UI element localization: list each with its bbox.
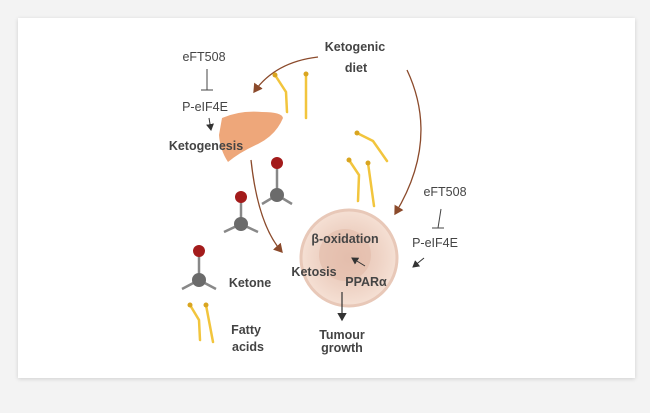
fatty-acid-icons (188, 72, 389, 344)
figure-card (18, 18, 635, 378)
label-ketogenic: Ketogenic (324, 40, 386, 54)
arrow-peif4e-to-ppar (412, 257, 425, 268)
arrow-peif4e-to-ketogenesis (206, 117, 214, 131)
label-tumour: Tumour (319, 328, 365, 342)
liver-icon (219, 111, 283, 162)
arrow-liver-to-tumour (250, 159, 283, 253)
label-ketogenesis: Ketogenesis (168, 139, 244, 153)
label-eft508-right: eFT508 (423, 185, 467, 199)
arrow-ppar-to-betaox (351, 257, 366, 267)
label-growth: growth (321, 341, 363, 355)
label-ketosis: Ketosis (291, 265, 337, 279)
label-peif4e-left: P-eIF4E (182, 100, 228, 114)
label-diet: diet (344, 61, 368, 75)
arrow-diet-to-liver (253, 56, 319, 94)
ketone-icons (181, 157, 293, 291)
inhibition-right (432, 208, 444, 229)
label-beta-oxidation: β-oxidation (311, 232, 379, 246)
legend-fatty: Fatty (231, 323, 261, 337)
arrow-diet-to-tumour (394, 69, 422, 216)
legend-acids: acids (232, 340, 264, 354)
inhibition-left (201, 69, 213, 91)
legend-ketone: Ketone (228, 276, 272, 290)
label-peif4e-right: P-eIF4E (412, 236, 458, 250)
label-ppar: PPARα (345, 275, 387, 289)
label-eft508-left: eFT508 (182, 50, 226, 64)
